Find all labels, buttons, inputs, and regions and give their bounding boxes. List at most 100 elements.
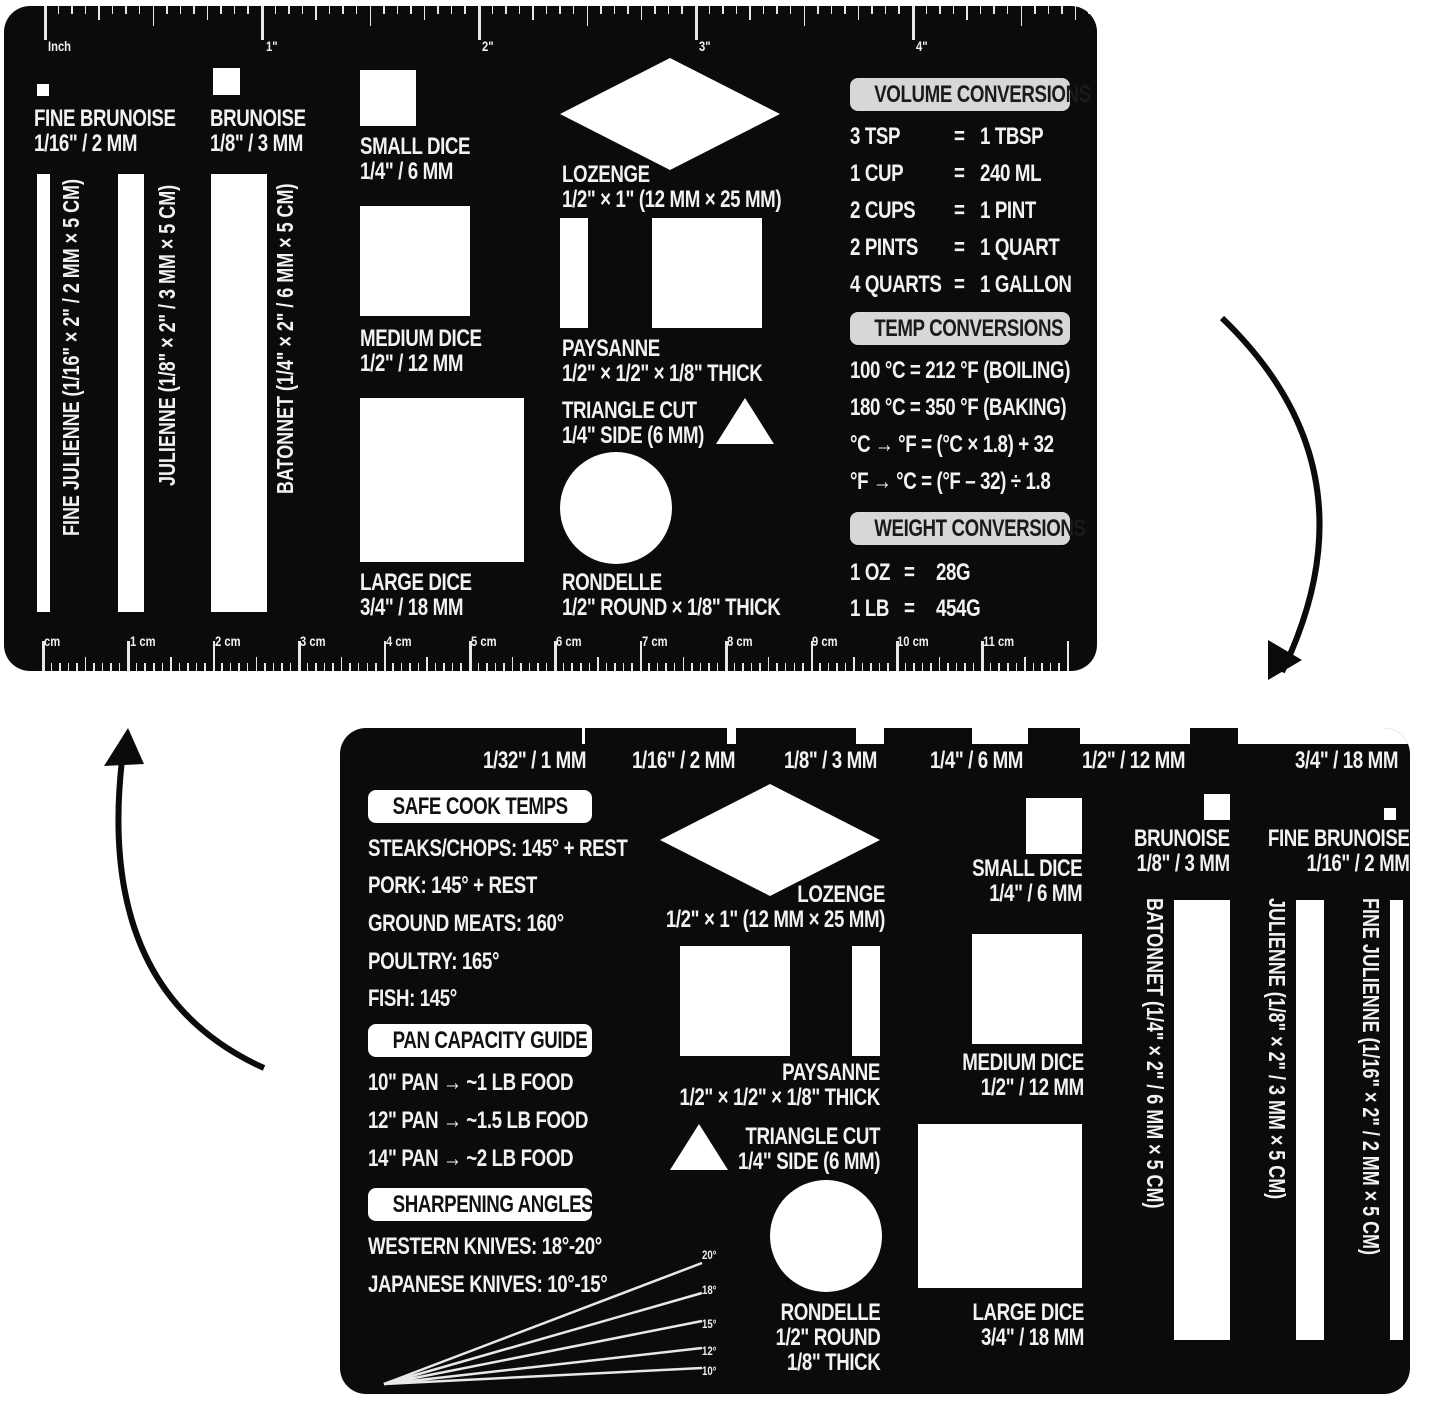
ruler-tick (554, 641, 557, 671)
ruler-tick (789, 6, 792, 14)
ruler-tick (938, 657, 941, 671)
safe-temp-row: FISH: 145° (368, 985, 457, 1012)
ruler-tick (762, 6, 765, 14)
volume-row-a: 2 PINTS (850, 234, 919, 261)
ruler-tick (193, 6, 195, 14)
ruler-tick (631, 663, 633, 671)
small-dice-cutout (360, 70, 416, 126)
ruler-tick (355, 6, 358, 14)
ruler-tick (793, 663, 796, 671)
ruler-tick (912, 6, 915, 40)
ruler-tick (138, 6, 141, 14)
ruler-tick (409, 663, 411, 671)
ruler-tick (400, 663, 403, 671)
sharpening-angles-header: SHARPENING ANGLES (368, 1188, 594, 1221)
sharpening-row: WESTERN KNIVES: 18°-20° (368, 1233, 602, 1260)
ruler-tick (71, 6, 73, 14)
ruler-tick (749, 6, 751, 20)
ruler-tick (261, 6, 264, 40)
ruler-tick (340, 657, 343, 671)
ruler-tick (682, 657, 684, 671)
ruler-tick (827, 663, 830, 671)
ruler-tick (1007, 663, 1009, 671)
brunoise-cutout (213, 68, 240, 95)
temp-row: 180 °C = 350 °F (BAKING) (850, 394, 1067, 421)
ruler-tick (1088, 6, 1090, 14)
temp-row: °F → °C = (°F – 32) ÷ 1.8 (850, 468, 1051, 495)
fine-brunoise-cutout (1384, 808, 1396, 820)
ruler-tick (708, 6, 711, 14)
ruler-tick (545, 6, 548, 14)
ruler-tick (817, 6, 819, 14)
ruler-tick (229, 663, 232, 671)
ruler-tick (289, 663, 292, 671)
angle-15-label: 15° (702, 1317, 717, 1331)
ruler-tick (819, 663, 821, 671)
ruler-tick (537, 663, 539, 671)
pan-row: 10" PAN → ~1 LB FOOD (368, 1069, 574, 1096)
ruler-tick (220, 6, 222, 14)
cm-2-label: 2 cm (215, 633, 241, 649)
ruler-tick (1020, 6, 1022, 26)
safe-cook-temps-header: SAFE COOK TEMPS (368, 790, 592, 823)
ruler-tick (101, 663, 104, 671)
ruler-tick (1006, 6, 1009, 14)
ruler-tick (443, 663, 445, 671)
triangle-cutout (716, 398, 774, 444)
weight-row-eq: = (904, 559, 915, 586)
weight-row-eq: = (904, 595, 915, 622)
ruler-tick (84, 6, 87, 14)
ruler-tick (857, 6, 860, 20)
volume-row-eq: = (954, 271, 965, 298)
ruler-tick (328, 6, 331, 14)
ruler-tick (993, 6, 995, 14)
inch-label: Inch (48, 38, 72, 54)
ruler-tick (84, 657, 87, 671)
paysanne-side-cutout (852, 946, 880, 1056)
ruler-tick (998, 663, 1000, 671)
triangle-cutout (670, 1124, 728, 1170)
volume-conversions-header: VOLUME CONVERSIONS (850, 78, 1091, 111)
ruler-tick (750, 663, 753, 671)
ruler-tick (913, 663, 915, 671)
ruler-tick (301, 6, 304, 14)
cm-label: cm (44, 633, 61, 649)
ruler-tick (67, 663, 70, 671)
ruler-tick (979, 6, 982, 14)
temp-conversions-title: TEMP CONVERSIONS (874, 315, 1064, 342)
ruler-tick (464, 6, 466, 14)
ruler-tick (627, 6, 629, 14)
gauge-notch-1mm (582, 728, 585, 744)
temp-row: 100 °C = 212 °F (BOILING) (850, 357, 1071, 384)
rondelle-cutout (560, 452, 672, 564)
ruler-tick (144, 663, 146, 671)
ruler-tick (1049, 663, 1052, 671)
ruler-tick (1074, 6, 1077, 20)
cm-7-label: 7 cm (642, 633, 668, 649)
volume-row-eq: = (954, 197, 965, 224)
ruler-tick (179, 6, 182, 14)
ruler-tick (274, 6, 277, 14)
ruler-tick (520, 663, 522, 671)
ruler-tick (802, 663, 804, 671)
volume-row-eq: = (954, 123, 965, 150)
large-dice-cutout (360, 398, 524, 562)
angle-18-label: 18° (702, 1283, 717, 1297)
fine-brunoise-cutout (37, 84, 49, 96)
ruler-tick (511, 657, 514, 671)
ruler-tick (597, 657, 599, 671)
ruler-tick (981, 641, 984, 671)
cm-ruler (4, 631, 1097, 671)
pan-row: 14" PAN → ~2 LB FOOD (368, 1145, 574, 1172)
ruler-tick (588, 663, 591, 671)
ruler-tick (656, 663, 659, 671)
temp-conversions-header: TEMP CONVERSIONS (850, 312, 1070, 345)
ruler-tick (206, 6, 209, 20)
gauge-notch-18mm (1238, 728, 1410, 744)
